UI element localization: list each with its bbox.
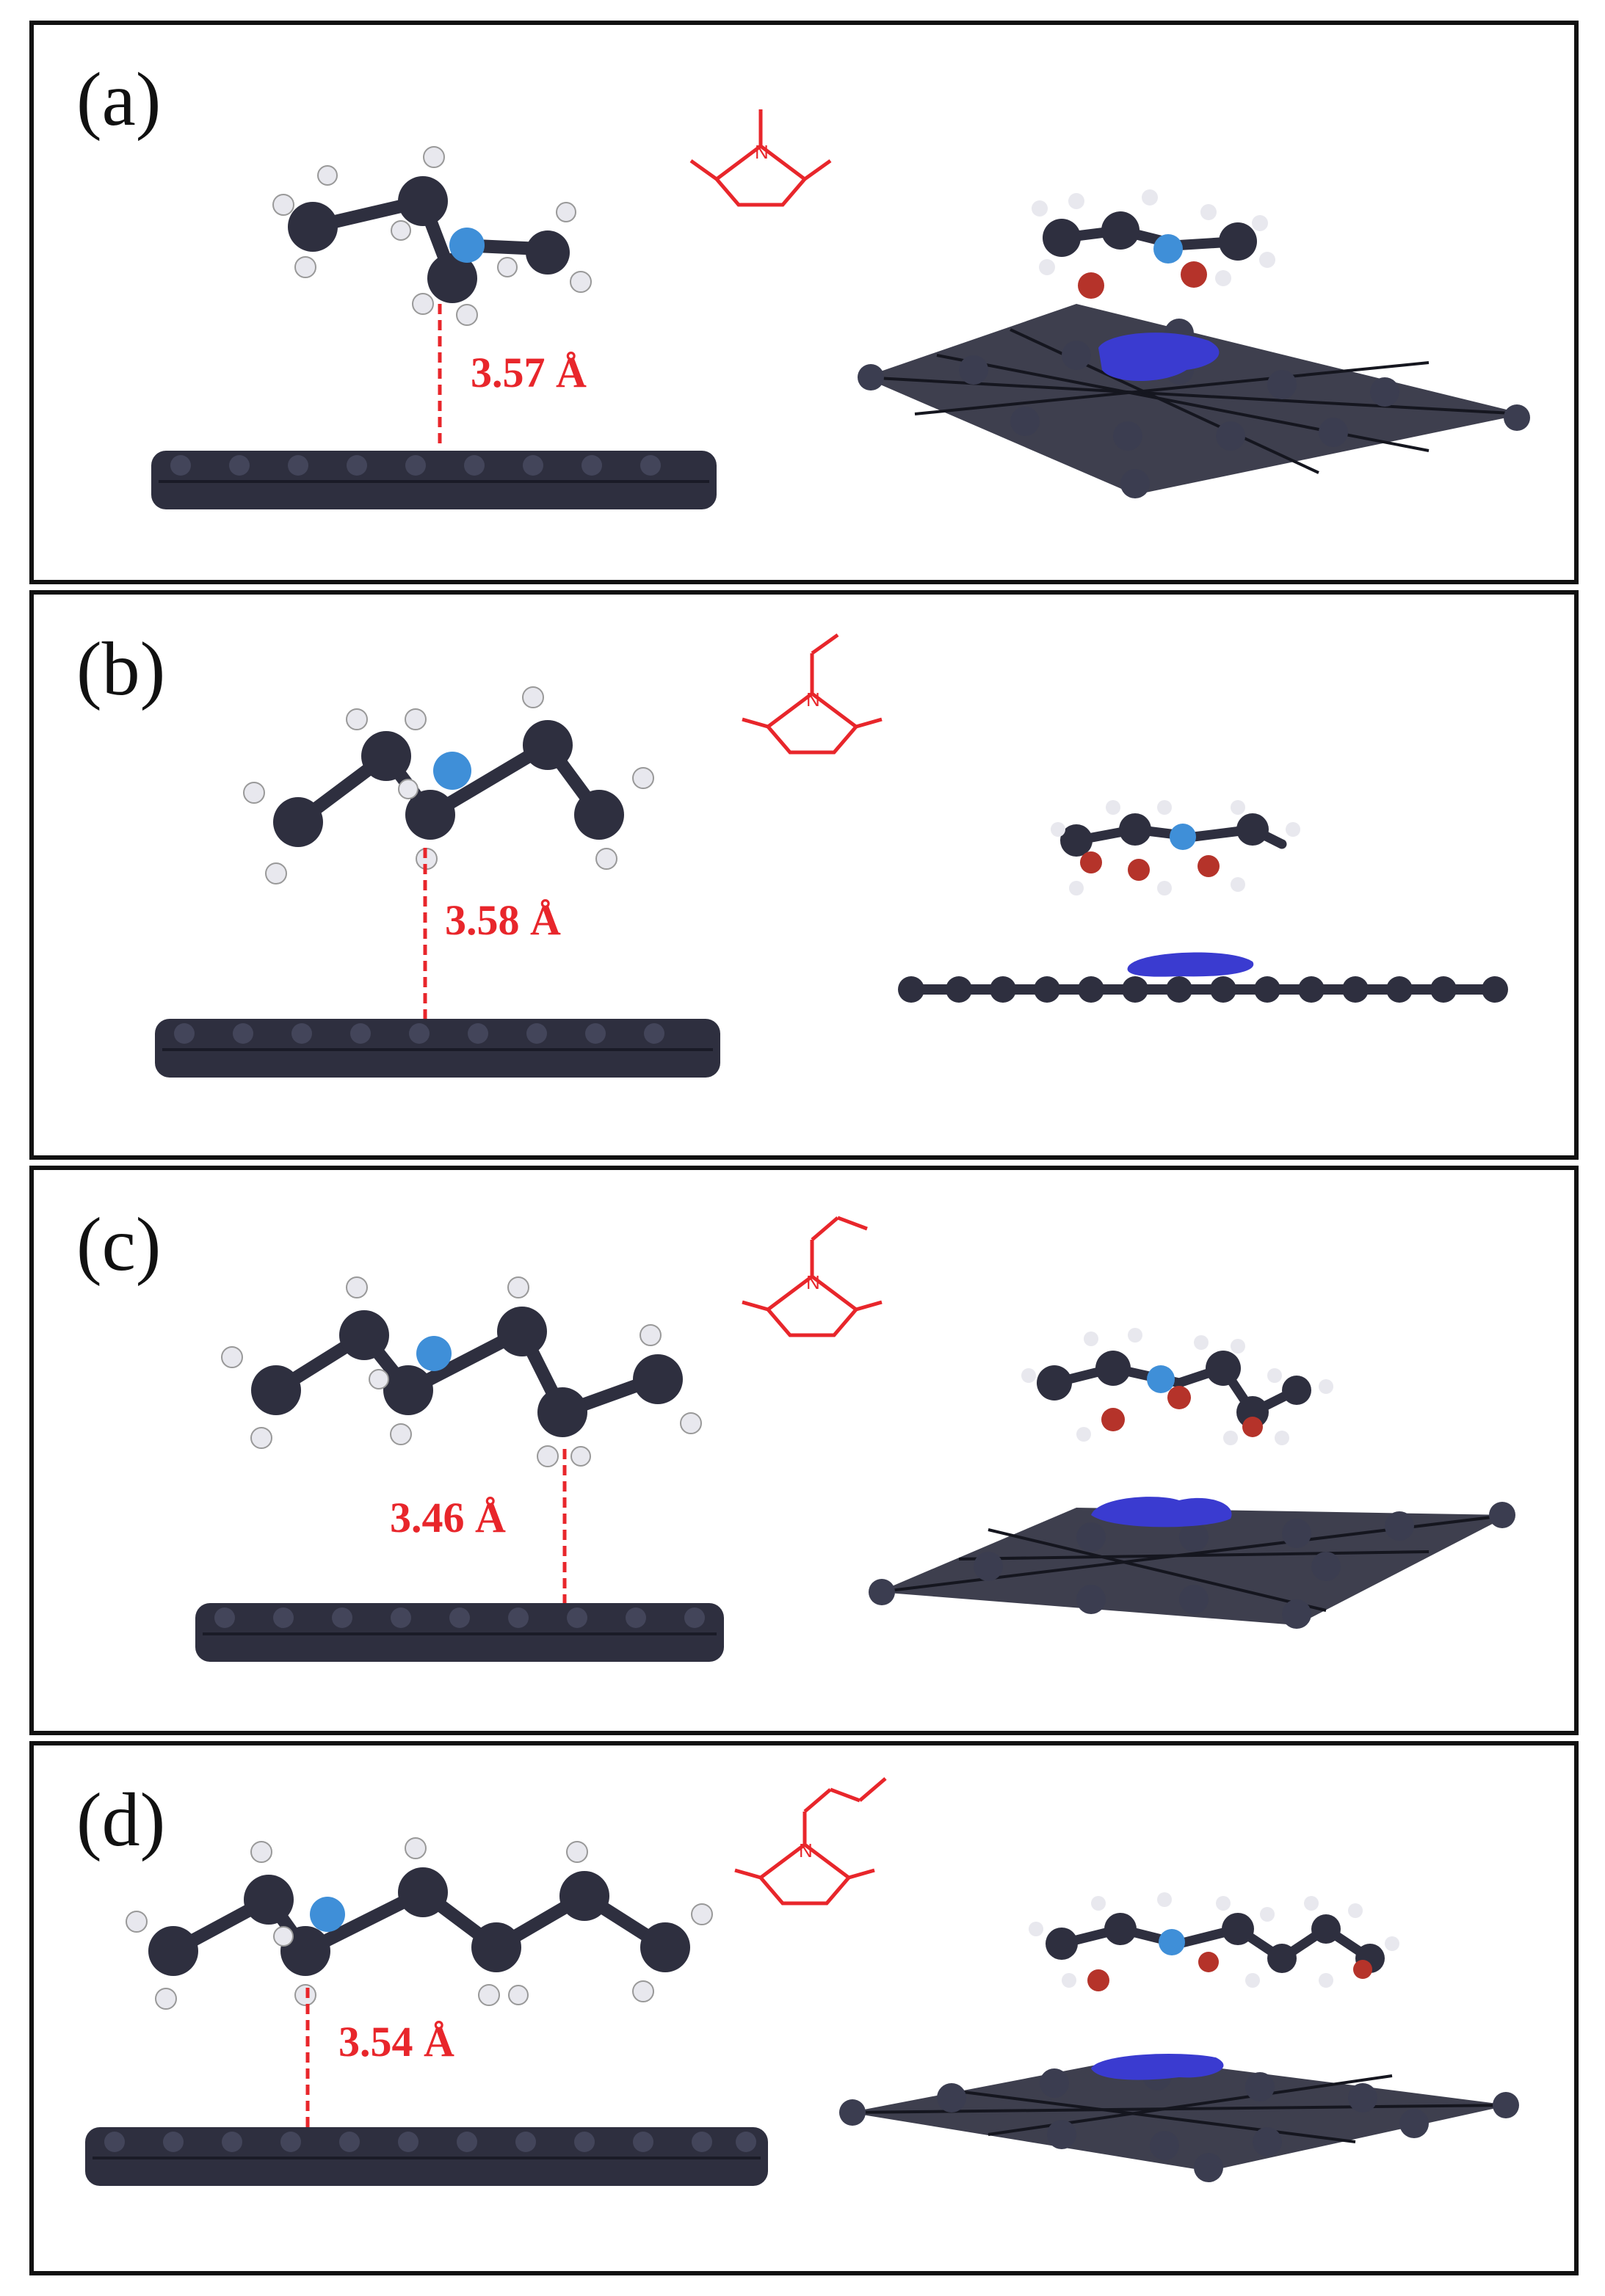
panel-b: (b) N	[29, 590, 1579, 1160]
graphene-perspective-a	[858, 304, 1530, 498]
panel-a-graphics: N	[151, 109, 1530, 509]
graphene-perspective-c	[869, 1502, 1515, 1629]
structural-formula-d: N	[734, 1777, 887, 1906]
molecule-top-view-a	[1032, 189, 1275, 299]
graphene-side-view-d	[85, 2127, 768, 2186]
panel-d-graphics: N	[85, 1777, 1519, 2186]
charge-isosurface-d	[1091, 2054, 1224, 2080]
charge-isosurface-b	[1127, 952, 1254, 977]
molecule-side-view-d	[126, 1837, 713, 2010]
structural-formula-c: N	[742, 1216, 883, 1337]
graphene-side-view-b	[155, 1019, 720, 1078]
molecule-top-view-b	[1051, 800, 1300, 895]
svg-text:N: N	[806, 1271, 820, 1293]
charge-isosurface-a	[1098, 333, 1220, 381]
graphene-perspective-d	[839, 2057, 1519, 2182]
svg-text:N: N	[755, 141, 769, 163]
molecule-top-view-d	[1029, 1892, 1399, 1991]
panel-b-graphics: N	[155, 633, 1508, 1078]
graphene-side-view-a	[151, 451, 717, 509]
panel-label-a: (a)	[76, 57, 162, 142]
panel-label-c: (c)	[76, 1202, 162, 1287]
panel-label-b: (b)	[76, 627, 166, 711]
graphene-edge-view-b	[898, 976, 1508, 1003]
adsorption-distance-d: 3.54 Å	[338, 2018, 454, 2066]
panel-label-d: (d)	[76, 1778, 166, 1862]
panel-d: (d) N	[29, 1741, 1579, 2275]
panel-c: (c) N	[29, 1166, 1579, 1735]
panel-c-graphics: N	[195, 1216, 1515, 1662]
structural-formula-a: N	[689, 109, 832, 207]
svg-text:N: N	[799, 1839, 813, 1861]
charge-isosurface-c	[1091, 1497, 1232, 1527]
molecule-side-view-b	[243, 686, 654, 884]
adsorption-distance-a: 3.57 Å	[471, 349, 587, 396]
graphene-side-view-c	[195, 1603, 724, 1662]
molecule-top-view-c	[1021, 1328, 1333, 1445]
svg-text:N: N	[806, 689, 820, 711]
adsorption-distance-c: 3.46 Å	[390, 1494, 506, 1541]
panel-a: (a) N	[29, 21, 1579, 584]
structural-formula-b: N	[742, 633, 883, 755]
adsorption-distance-b: 3.58 Å	[445, 896, 561, 944]
molecule-side-view-c	[221, 1276, 702, 1467]
molecule-side-view-a	[272, 146, 592, 326]
